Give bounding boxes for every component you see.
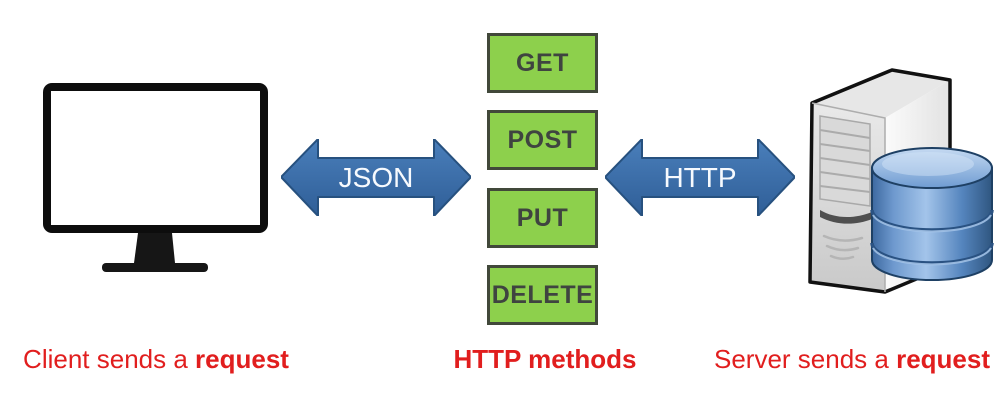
method-label: GET xyxy=(516,48,569,77)
json-arrow-label: JSON xyxy=(339,162,414,193)
method-box-delete: DELETE xyxy=(487,265,598,325)
http-arrow-icon: HTTP xyxy=(605,139,795,216)
double-arrow-shape xyxy=(605,139,795,216)
json-arrow-icon: JSON xyxy=(281,139,471,216)
monitor-stand-base xyxy=(102,263,208,272)
methods-caption: HTTP methods xyxy=(420,342,670,376)
method-box-get: GET xyxy=(487,33,598,93)
monitor-icon xyxy=(43,83,268,272)
server-drive-slot xyxy=(820,210,872,224)
server-caption: Server sends a request xyxy=(697,342,1000,376)
method-label: DELETE xyxy=(491,280,594,309)
server-caption-text: Server sends a xyxy=(713,344,897,374)
database-cylinder xyxy=(870,147,994,281)
server-database-icon xyxy=(808,68,994,294)
method-label: PUT xyxy=(516,203,569,232)
method-label: POST xyxy=(507,125,578,154)
client-caption-bold: request xyxy=(195,344,289,374)
double-arrow-shape xyxy=(281,139,471,216)
method-box-put: PUT xyxy=(487,188,598,248)
server-caption-bold: request xyxy=(896,344,990,374)
client-caption: Client sends a request xyxy=(15,342,297,376)
methods-caption-text: HTTP methods xyxy=(453,344,637,374)
method-box-post: POST xyxy=(487,110,598,170)
monitor-screen xyxy=(51,91,260,225)
http-arrow-label: HTTP xyxy=(663,162,736,193)
monitor-stand-neck xyxy=(134,233,175,263)
server-vents xyxy=(822,234,864,260)
client-caption-text: Client sends a xyxy=(23,344,196,374)
